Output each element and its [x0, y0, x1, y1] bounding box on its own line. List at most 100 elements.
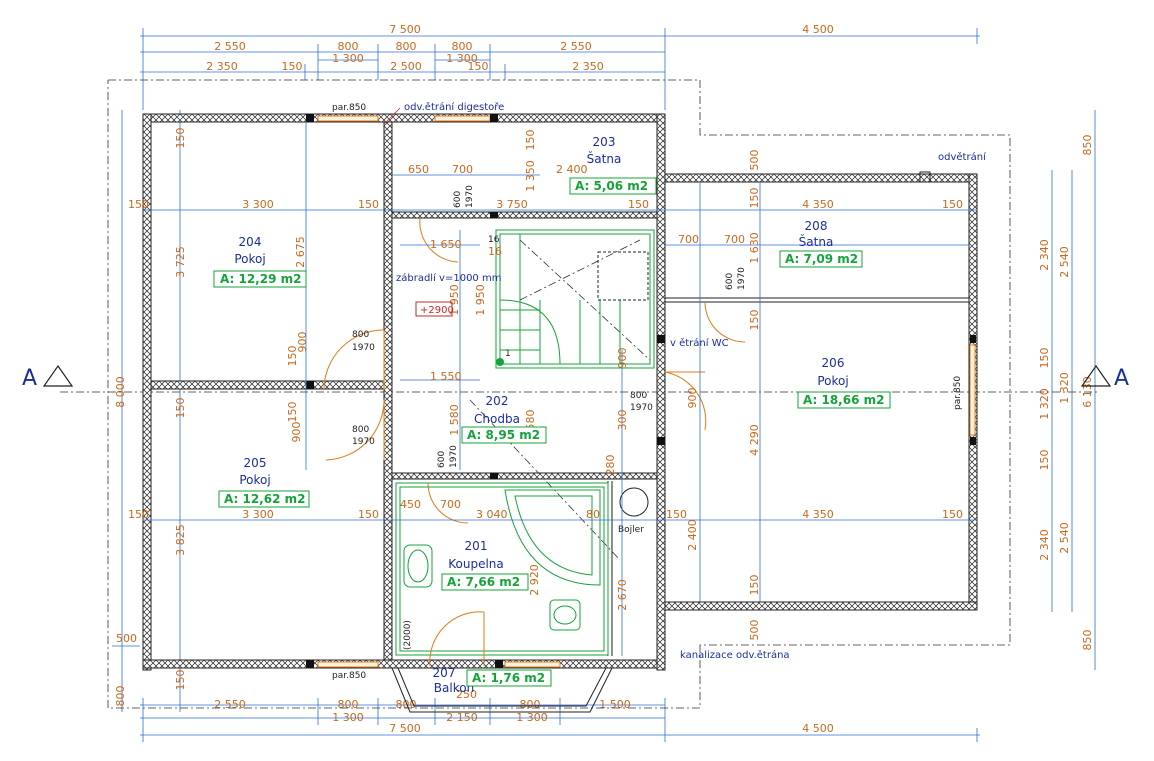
- dim-2400b: 2 400: [686, 519, 699, 551]
- door-201-w: 600: [437, 451, 447, 468]
- dim-4290: 4 290: [748, 424, 761, 456]
- dim-right-2340b: 2 340: [1038, 529, 1051, 561]
- section-label-left: A: [22, 366, 37, 391]
- room-208-num: 208: [805, 219, 828, 233]
- dim-left-3725: 3 725: [174, 246, 187, 278]
- staircase: 1 16: [488, 229, 655, 369]
- dim-right-1320b: 1 320: [1038, 388, 1051, 420]
- dim-1950b: 1 950: [474, 284, 487, 316]
- dim-top-150b: 150: [468, 60, 489, 73]
- dim-bot-1500: 1 500: [599, 698, 631, 711]
- dim-top-800b: 800: [396, 40, 417, 53]
- dim-500b: 500: [748, 620, 761, 641]
- room-203-area: A: 5,06 m2: [575, 179, 648, 193]
- dim-right-850b: 850: [1081, 630, 1094, 651]
- dim-top-2550b: 2 550: [560, 40, 592, 53]
- dim-2675: 2 675: [294, 236, 307, 268]
- note-wc: v ětrání WC: [670, 337, 729, 349]
- dim-top-7500: 7 500: [389, 23, 421, 36]
- windows: par.850 par.850 par.850: [306, 103, 976, 681]
- dim-150-12: 150: [628, 198, 649, 211]
- stair-start-dot: [496, 358, 504, 366]
- room-201-name: Koupelna: [448, 557, 504, 571]
- vypis-label: (2000): [403, 620, 413, 650]
- note-digestore: odv.ětrání digestoře: [404, 101, 504, 113]
- note-odvetrani: odvětrání: [938, 151, 987, 163]
- room-208-name: Šatna: [799, 234, 834, 249]
- washbasin: [403, 544, 433, 588]
- dim-left-800: 800: [114, 686, 127, 707]
- dim-150-2: 150: [128, 508, 149, 521]
- section-mark-left: A: [22, 364, 74, 391]
- dim-right-2340a: 2 340: [1038, 239, 1051, 271]
- room-204-num: 204: [239, 235, 262, 249]
- dim-300: 300: [616, 410, 629, 431]
- door-204-h: 1970: [352, 343, 375, 353]
- room-201-area: A: 7,66 m2: [447, 575, 520, 589]
- room-202: 202 Chodba A: 8,95 m2: [461, 394, 547, 444]
- dim-top-800c: 800: [452, 40, 473, 53]
- inner-dimensions: 3 300 3 300 150 150 150 150 3 750 4 350 …: [128, 122, 977, 701]
- note-zabradli: zábradlí v=1000 mm: [396, 272, 501, 284]
- boiler-label: Bojler: [618, 525, 644, 535]
- dim-left-150b: 150: [174, 398, 187, 419]
- dim-bot-1300b: 1 300: [516, 711, 548, 724]
- dim-450: 450: [400, 498, 421, 511]
- window-top-right: [434, 115, 491, 122]
- dim-150-7: 150: [666, 508, 687, 521]
- dim-150-8: 150: [524, 130, 537, 151]
- dim-150-9: 150: [748, 188, 761, 209]
- dim-left-900b: 900: [290, 422, 303, 443]
- bottom-dimensions: 2 550 800 800 800 1 500 1 300 2 150 1 30…: [140, 698, 980, 742]
- door-201-h: 1970: [449, 445, 459, 468]
- dim-1580: 1 580: [448, 404, 461, 436]
- bathroom-fixtures: Bojler (2000): [403, 487, 649, 650]
- annotations: odv.ětrání digestoře odvětrání v ětrání …: [383, 101, 987, 661]
- dim-top-800a: 800: [338, 40, 359, 53]
- dim-top-2550a: 2 550: [214, 40, 246, 53]
- dim-4350a: 4 350: [802, 198, 834, 211]
- dim-150-10: 150: [748, 310, 761, 331]
- window-bottom-right: [504, 661, 561, 668]
- room-206-area: A: 18,66 m2: [803, 393, 884, 407]
- dim-900c: 900: [616, 348, 629, 369]
- room-206-num: 206: [822, 356, 845, 370]
- room-203-num: 203: [593, 135, 616, 149]
- dim-top-2350a: 2 350: [206, 60, 238, 73]
- dim-80: 80: [586, 508, 600, 521]
- boiler: [619, 487, 649, 517]
- dim-left-500: 500: [116, 632, 137, 645]
- dim-1630: 1 630: [748, 232, 761, 264]
- room-202-num: 202: [486, 394, 509, 408]
- room-202-area: A: 8,95 m2: [467, 428, 540, 442]
- room-208: 208 Šatna A: 7,09 m2: [779, 219, 863, 268]
- dim-right-2540a: 2 540: [1058, 246, 1071, 278]
- dim-top-2350b: 2 350: [572, 60, 604, 73]
- dim-bot-7500: 7 500: [389, 722, 421, 735]
- dim-3040: 3 040: [476, 508, 508, 521]
- doors: 800 1970 800 1970 800 1970 600 1970 600 …: [323, 185, 747, 667]
- room-201: 201 Koupelna A: 7,66 m2: [441, 539, 529, 591]
- dim-500a: 500: [748, 150, 761, 171]
- dim-bot-2150: 2 150: [446, 711, 478, 724]
- window-right: [969, 344, 976, 436]
- door-206-h: 1970: [630, 403, 653, 413]
- top-dimensions: 7 500 4 500 2 550 800 800 800 2 550 1 30…: [140, 23, 980, 110]
- dim-right-150a: 150: [1038, 348, 1051, 369]
- room-202-name: Chodba: [474, 412, 520, 426]
- room-205: 205 Pokoj A: 12,62 m2: [218, 456, 310, 508]
- dim-bot-2550: 2 550: [214, 698, 246, 711]
- window-par-bottom: par.850: [332, 671, 366, 681]
- door-205-h: 1970: [352, 437, 375, 447]
- dim-150-3: 150: [358, 198, 379, 211]
- dim-1350: 1 350: [524, 160, 537, 192]
- dim-left-150e: 150: [174, 670, 187, 691]
- dim-1950a: 1 950: [448, 284, 461, 316]
- window-par-right: par.850: [953, 376, 963, 410]
- dim-150-5: 150: [942, 198, 963, 211]
- room-203-name: Šatna: [587, 151, 622, 166]
- room-205-area: A: 12,62 m2: [224, 492, 305, 506]
- dim-top-1300a: 1 300: [332, 52, 364, 65]
- dim-right-150b: 150: [1038, 450, 1051, 471]
- dim-2670: 2 670: [616, 579, 629, 611]
